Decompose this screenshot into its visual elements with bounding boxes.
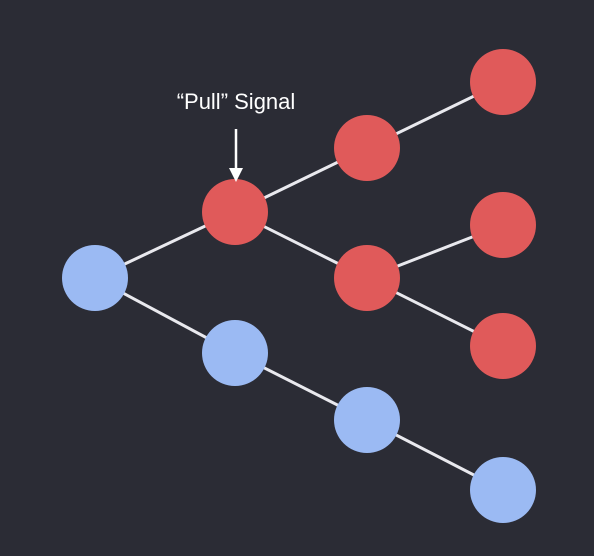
node-upper-mid bbox=[334, 115, 400, 181]
node-root bbox=[62, 245, 128, 311]
node-mid-lower bbox=[470, 313, 536, 379]
node-signal bbox=[202, 179, 268, 245]
node-mid-upper bbox=[470, 192, 536, 258]
edges-layer bbox=[94, 80, 504, 492]
node-lower-3 bbox=[470, 457, 536, 523]
node-upper-top bbox=[470, 49, 536, 115]
nodes-layer bbox=[62, 49, 536, 523]
node-lower-2 bbox=[334, 387, 400, 453]
pull-signal-label: “Pull” Signal bbox=[177, 89, 296, 114]
node-lower-1 bbox=[202, 320, 268, 386]
pull-signal-annotation: “Pull” Signal bbox=[177, 89, 296, 182]
node-mid bbox=[334, 245, 400, 311]
pull-signal-arrow-head bbox=[229, 168, 243, 182]
